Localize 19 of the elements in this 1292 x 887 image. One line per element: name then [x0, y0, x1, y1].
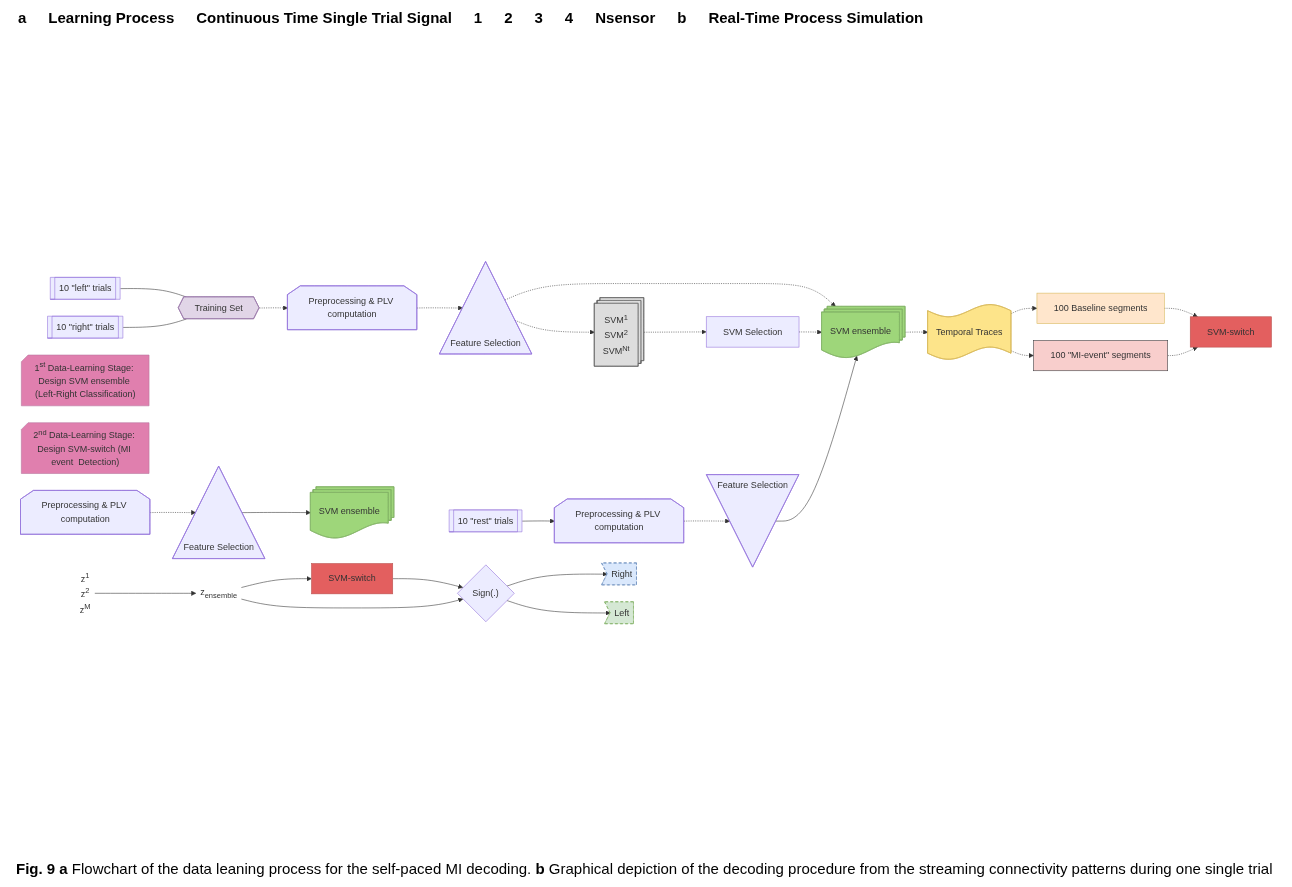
diagram-label: 1: [472, 8, 484, 27]
node-box: SVM-switch: [311, 563, 394, 595]
node-box: SVM-switch: [1189, 316, 1272, 348]
diagram-label: Continuous Time Single Trial Signal: [195, 8, 453, 27]
diagram-label: Nsensor: [594, 8, 657, 27]
node-box: 100 "MI-event" segments: [1033, 340, 1168, 372]
diagram-label: 2: [503, 8, 514, 27]
node-text: z$_{ensemble}$: [200, 587, 238, 600]
diagram-label: 4: [563, 8, 575, 27]
diagram-label: a: [17, 8, 28, 27]
node-box: SVM Selection: [705, 316, 800, 348]
node-diamond: Sign(.): [457, 564, 515, 623]
node-box: 100 Baseline segments: [1036, 293, 1165, 325]
diagram-label: 3: [533, 8, 544, 27]
diagram-label: Real-Time Process Simulation: [707, 8, 925, 27]
node-text: z$^{1}$ z$^{2}$ z$^{M}$: [79, 571, 91, 615]
figure-caption: Fig. 9 a Flowchart of the data leaning process for the self-paced MI decoding. b Graphical depiction of the decoding procedure from the streaming connectivity patterns during one single trial: [16, 858, 1274, 879]
diagram-label: Learning Process: [47, 8, 176, 27]
diagram-label: b: [676, 8, 688, 27]
